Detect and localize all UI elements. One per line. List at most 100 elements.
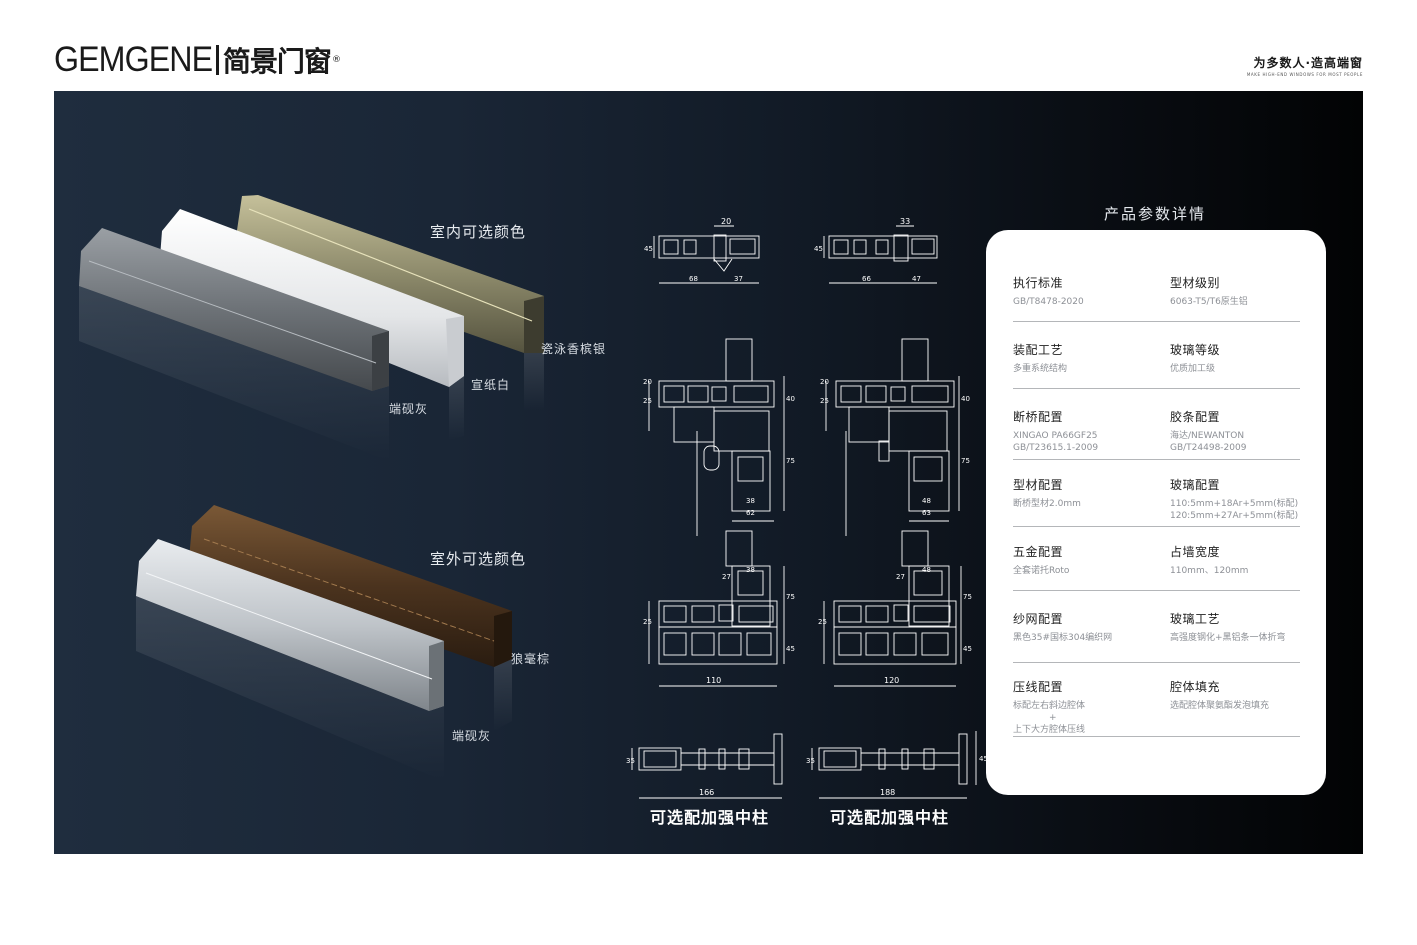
param-value: 多重系统结构	[1013, 363, 1067, 375]
param-label: 型材配置	[1013, 478, 1064, 492]
dim-left-mullion-35: 35	[626, 757, 635, 765]
dim-right-bot-45: 45	[963, 645, 972, 653]
brand-divider	[215, 45, 219, 75]
param-label: 型材级别	[1170, 276, 1221, 290]
drawing-right-mid	[825, 338, 960, 536]
dim-left-bot-38: 38	[746, 566, 755, 574]
param-label: 压线配置	[1013, 680, 1064, 694]
param-label: 玻璃等级	[1170, 343, 1221, 357]
param-value-line: +	[1049, 713, 1057, 723]
profile-inkstone-grey-outdoor	[136, 539, 444, 781]
param-label: 装配工艺	[1013, 343, 1064, 357]
param-label: 五金配置	[1013, 545, 1064, 559]
dim-right-mullion-188: 188	[880, 788, 895, 797]
dim-right-bot-27: 27	[896, 573, 905, 581]
dim-left-top-45: 45	[644, 245, 653, 253]
param-value-line: 110:5mm+18Ar+5mm(标配)	[1170, 499, 1299, 509]
dim-right-bot-120: 120	[884, 676, 899, 685]
param-value: 全套诺托Roto	[1013, 565, 1069, 577]
caption-right: 可选配加强中柱	[830, 808, 950, 827]
param-row: 压线配置标配左右斜边腔体 + 上下大方腔体压线 腔体填充选配腔体聚氨酯发泡填充	[1013, 678, 1300, 737]
param-value-line: 上下大方腔体压线	[1013, 725, 1086, 735]
dim-right-mid-25: 25	[820, 397, 829, 405]
dim-left-top-68: 68	[689, 275, 698, 283]
param-value-line: 标配左右斜边腔体	[1013, 701, 1086, 711]
param-label: 玻璃工艺	[1170, 612, 1221, 626]
dim-left-mid-20: 20	[643, 378, 652, 386]
drawing-left-mullion	[631, 733, 783, 799]
param-label: 占墙宽度	[1170, 545, 1221, 559]
dim-left-mid-75: 75	[786, 457, 795, 465]
brand-chinese: 简景门窗	[222, 45, 332, 78]
dim-right-mid-75: 75	[961, 457, 970, 465]
drawing-right-top	[823, 225, 938, 284]
param-label: 断桥配置	[1013, 410, 1064, 424]
dim-left-mullion-166: 166	[699, 788, 714, 797]
dim-left-bot-45: 45	[786, 645, 795, 653]
profile-inkstone-grey-indoor	[79, 228, 389, 461]
dim-right-mullion-35: 35	[806, 757, 815, 765]
brand-logo: GEMGENE 简景门窗 ®	[54, 40, 341, 80]
dim-left-bot-110: 110	[706, 676, 721, 685]
param-cell: 型材配置断桥型材2.0mm	[1013, 476, 1081, 510]
drawing-right-bottom	[823, 530, 962, 687]
param-value-line: 优质加工级	[1170, 364, 1216, 374]
outdoor-color-brown: 狼毫棕	[511, 652, 551, 666]
param-value: 标配左右斜边腔体 + 上下大方腔体压线	[1013, 700, 1085, 736]
param-cell: 腔体填充选配腔体聚氨酯发泡填充	[1170, 678, 1269, 712]
param-cell: 执行标准 GB/T8478-2020	[1013, 274, 1084, 308]
param-row: 装配工艺多重系统结构 玻璃等级优质加工级	[1013, 341, 1300, 389]
dim-right-top-33: 33	[900, 217, 910, 226]
profile-illustration	[79, 195, 544, 781]
outdoor-color-grey: 端砚灰	[452, 729, 492, 743]
brand-latin: GEMGENE	[54, 40, 213, 79]
outdoor-colors-title: 室外可选颜色	[430, 550, 527, 568]
param-value-line: 断桥型材2.0mm	[1013, 499, 1081, 509]
param-cell: 玻璃工艺高强度钢化+黑铝条一体折弯	[1170, 610, 1286, 644]
profile-champagne-silver	[234, 195, 544, 411]
param-row: 型材配置断桥型材2.0mm 玻璃配置 110:5mm+18Ar+5mm(标配) 120…	[1013, 476, 1300, 527]
dim-right-mid-40: 40	[961, 395, 970, 403]
dim-left-mid-38: 38	[746, 497, 755, 505]
dim-right-top-47: 47	[912, 275, 921, 283]
param-value-line: 黑色35#国标304编织网	[1013, 633, 1113, 643]
param-label: 执行标准	[1013, 276, 1064, 290]
param-value-line: 海达/NEWANTON	[1170, 431, 1245, 441]
param-value-line: GB/T8478-2020	[1013, 297, 1084, 307]
dim-right-mullion-45: 45	[979, 755, 988, 763]
param-label: 腔体填充	[1170, 680, 1221, 694]
params-title: 产品参数详情	[1104, 205, 1207, 223]
param-value-line: XINGAO PA66GF25	[1013, 431, 1098, 441]
dim-right-mid-63: 63	[922, 509, 931, 517]
dim-right-mid-48: 48	[922, 497, 931, 505]
param-label: 玻璃配置	[1170, 478, 1221, 492]
param-value-line: 多重系统结构	[1013, 364, 1068, 374]
dim-right-top-45: 45	[814, 245, 823, 253]
param-value-line: 120:5mm+27Ar+5mm(标配)	[1170, 511, 1299, 521]
param-value: 110:5mm+18Ar+5mm(标配) 120:5mm+27Ar+5mm(标配)	[1170, 498, 1298, 522]
param-value: GB/T8478-2020	[1013, 296, 1084, 308]
dim-left-top-20: 20	[721, 217, 731, 226]
param-value: 高强度钢化+黑铝条一体折弯	[1170, 632, 1286, 644]
caption-left: 可选配加强中柱	[650, 808, 770, 827]
dim-right-bot-48: 48	[922, 566, 931, 574]
param-value-line: 全套诺托Roto	[1013, 566, 1070, 576]
indoor-color-white: 宣纸白	[471, 378, 511, 392]
drawing-left-mid	[648, 338, 785, 536]
param-value-line: 高强度钢化+黑铝条一体折弯	[1170, 633, 1286, 643]
param-cell: 玻璃等级优质加工级	[1170, 341, 1220, 375]
dim-right-mid-20: 20	[820, 378, 829, 386]
dim-right-bot-25: 25	[818, 618, 827, 626]
param-value: 选配腔体聚氨酯发泡填充	[1170, 700, 1269, 712]
param-value: 6063-T5/T6原生铝	[1170, 296, 1248, 308]
slogan-cn: 为多数人·造高端窗	[1253, 56, 1363, 70]
param-cell: 玻璃配置 110:5mm+18Ar+5mm(标配) 120:5mm+27Ar+5mm…	[1170, 476, 1298, 522]
profile-wolf-hair-brown	[189, 505, 512, 731]
slogan: 为多数人·造高端窗 make high-end windows for most…	[1247, 54, 1363, 77]
indoor-color-grey: 端砚灰	[389, 402, 429, 416]
param-value: 断桥型材2.0mm	[1013, 498, 1081, 510]
param-label: 纱网配置	[1013, 612, 1064, 626]
dim-left-mid-25: 25	[643, 397, 652, 405]
